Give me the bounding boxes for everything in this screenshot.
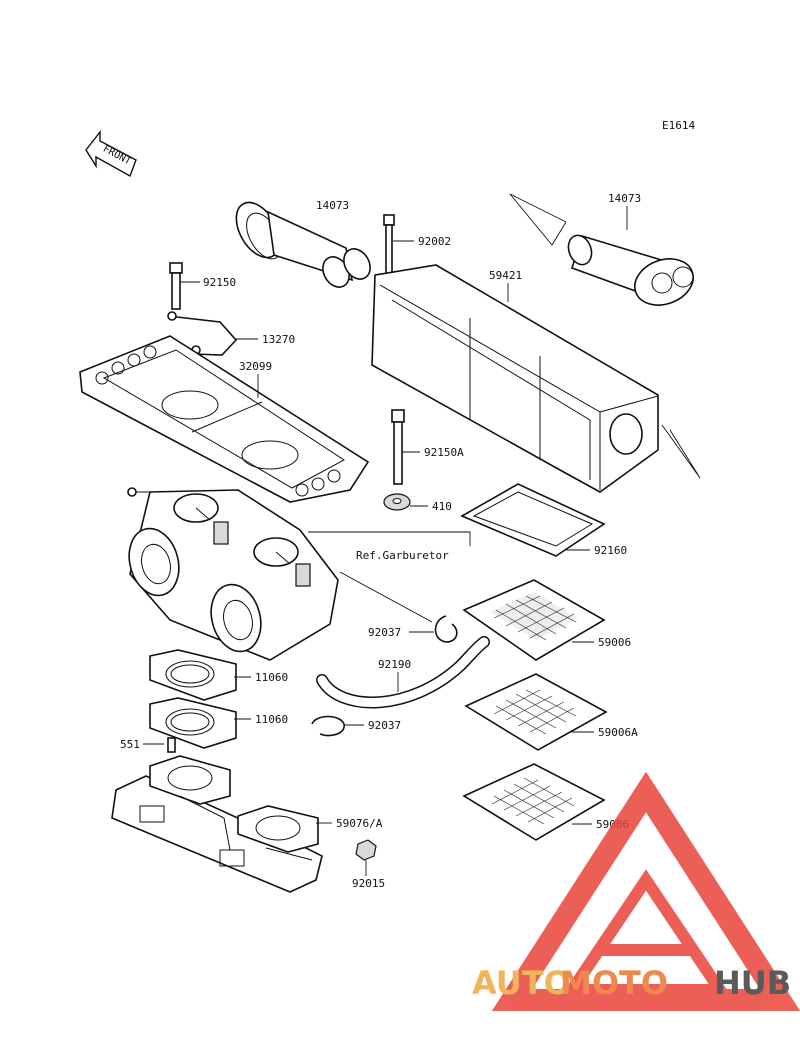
clip-92037-upper bbox=[434, 615, 458, 643]
label-14073-left: 14073 bbox=[316, 199, 349, 212]
label-92037-upper: 92037 bbox=[368, 626, 401, 639]
screen-59006A bbox=[464, 673, 608, 751]
bolt-92002 bbox=[383, 214, 395, 282]
bolt-92150 bbox=[169, 262, 183, 310]
watermark-text-hub: HUB bbox=[714, 964, 791, 1002]
label-92190: 92190 bbox=[378, 658, 411, 671]
label-59006-upper: 59006 bbox=[598, 636, 631, 649]
air-box-59421 bbox=[371, 264, 659, 493]
base-plate-32099 bbox=[79, 335, 370, 503]
watermark-text-auto: AUTO bbox=[472, 964, 571, 1002]
label-92150: 92150 bbox=[203, 276, 236, 289]
hose-92190 bbox=[316, 636, 490, 709]
pin-551 bbox=[167, 737, 176, 753]
gasket-11060-lower bbox=[149, 697, 237, 749]
watermark-text-moto: MOTO bbox=[560, 964, 668, 1002]
bracket-13270 bbox=[167, 311, 238, 356]
gasket-92160 bbox=[460, 483, 606, 557]
intake-funnel-right bbox=[567, 234, 694, 306]
front-arrow-icon: FRONT bbox=[85, 129, 137, 178]
nut-92015 bbox=[355, 839, 377, 861]
manifold-59076A bbox=[111, 755, 323, 893]
label-11060-upper: 11060 bbox=[255, 671, 288, 684]
diagram-code: E1614 bbox=[662, 119, 695, 132]
gasket-11060-upper bbox=[149, 649, 237, 701]
label-92150A: 92150A bbox=[424, 446, 464, 459]
bolt-92150A bbox=[391, 409, 405, 485]
label-59006A: 59006A bbox=[598, 726, 638, 739]
screen-59006-lower bbox=[462, 763, 606, 841]
label-551: 551 bbox=[120, 738, 140, 751]
carburetor-assembly bbox=[127, 487, 339, 661]
label-59076A: 59076/A bbox=[336, 817, 383, 830]
intake-funnel-left bbox=[235, 201, 371, 288]
label-13270: 13270 bbox=[262, 333, 295, 346]
label-59421: 59421 bbox=[489, 269, 522, 282]
label-11060-lower: 11060 bbox=[255, 713, 288, 726]
screen-59006-upper bbox=[462, 579, 606, 661]
label-92037-lower: 92037 bbox=[368, 719, 401, 732]
label-92160: 92160 bbox=[594, 544, 627, 557]
reference-note-carburetor: Ref.Garburetor bbox=[356, 549, 449, 562]
label-92002: 92002 bbox=[418, 235, 451, 248]
label-14073-right: 14073 bbox=[608, 192, 641, 205]
washer-410 bbox=[383, 493, 411, 511]
clip-92037-lower bbox=[311, 715, 345, 737]
label-410: 410 bbox=[432, 500, 452, 513]
label-92015: 92015 bbox=[352, 877, 385, 890]
watermark-logo bbox=[491, 771, 800, 1011]
label-32099: 32099 bbox=[239, 360, 272, 373]
